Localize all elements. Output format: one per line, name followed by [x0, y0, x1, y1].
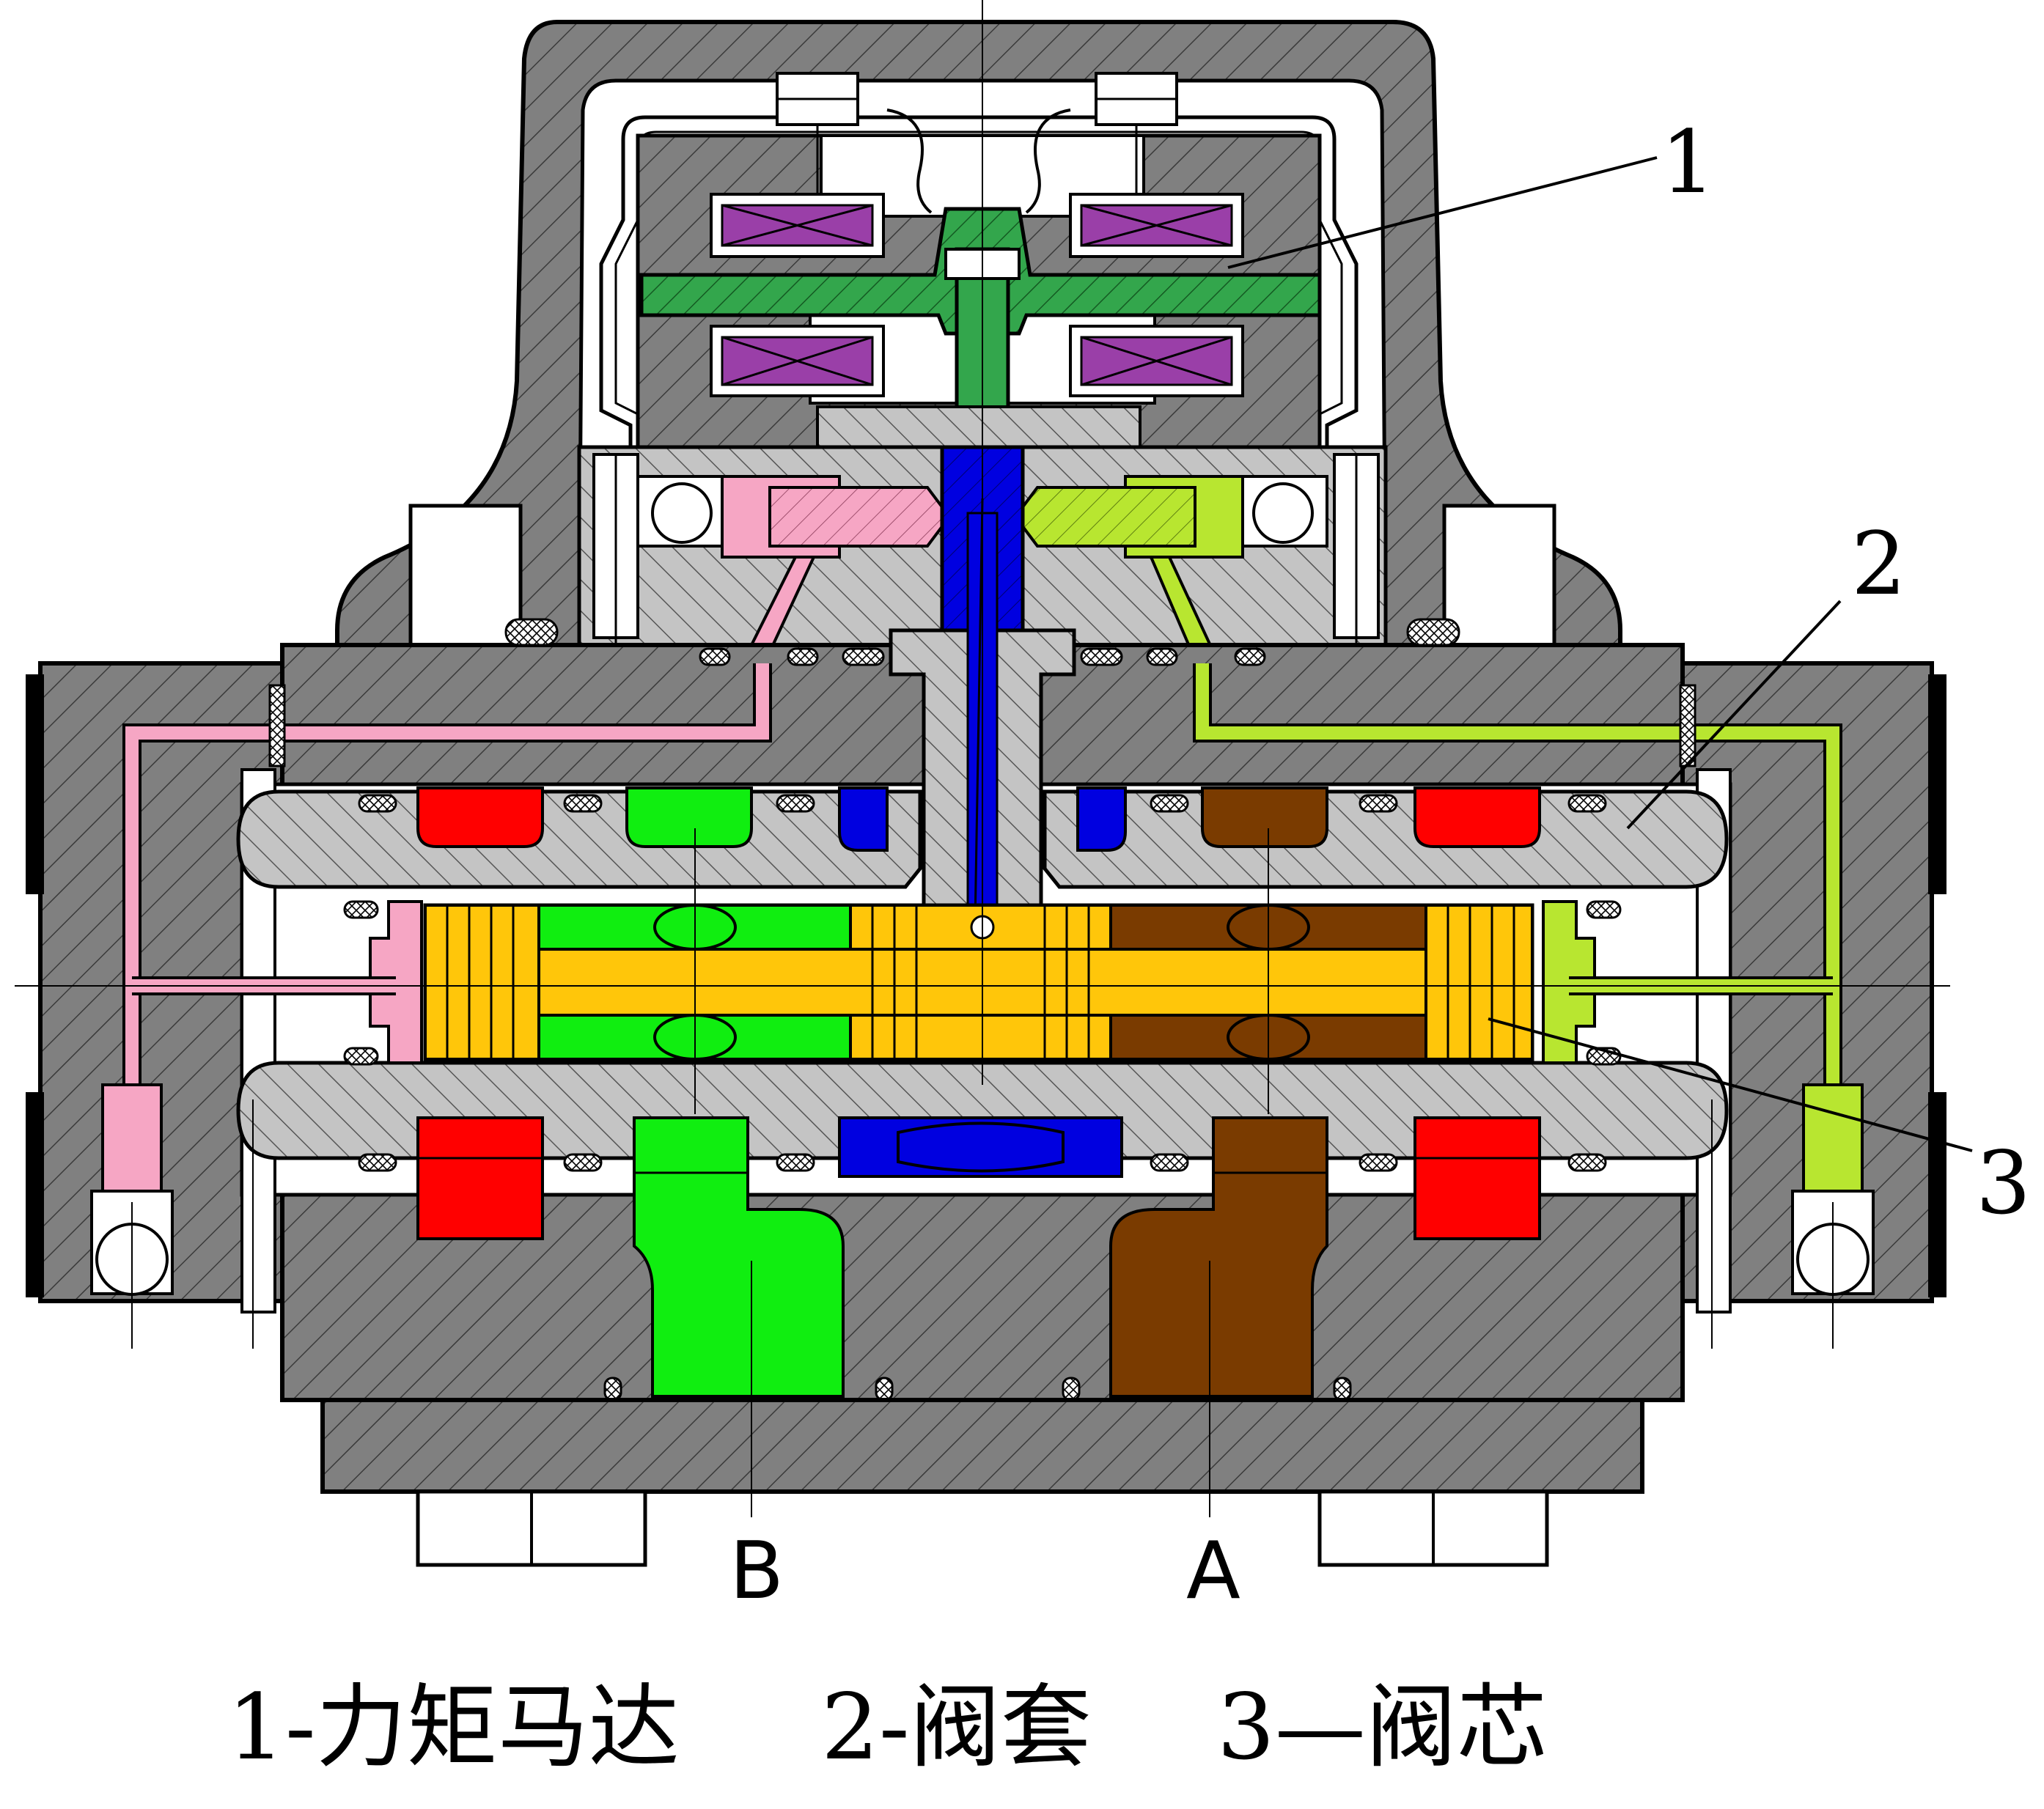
return-lower	[838, 1116, 1123, 1178]
left-nozzle	[721, 475, 952, 661]
sleeve-port-a-top	[1201, 786, 1328, 848]
spool	[423, 903, 1534, 1061]
sleeve-port-return-right-top	[1076, 786, 1127, 852]
sleeve-port-return-left-top	[838, 786, 889, 852]
legend-item-sleeve: 2-阀套	[821, 1675, 1092, 1780]
sleeve-port-pressure-left-top	[416, 786, 544, 848]
base-plate	[320, 1398, 1644, 1567]
port-a-passage	[1109, 1116, 1328, 1398]
port-b-label: B	[729, 1525, 784, 1617]
coil-bottom-left	[710, 325, 885, 397]
port-b-passage	[633, 1116, 845, 1398]
callout-2: 2	[1626, 513, 1906, 830]
sleeve-port-b-top	[625, 786, 753, 848]
callout-2-label: 2	[1851, 513, 1906, 614]
callout-1-label: 1	[1661, 111, 1716, 213]
callout-3: 3	[1488, 1017, 2031, 1234]
callout-1: 1	[1227, 111, 1716, 269]
callout-3-label: 3	[1976, 1132, 2031, 1234]
spring-tube-base	[816, 405, 1142, 452]
center-lines	[15, 0, 1950, 1517]
port-a-label: A	[1186, 1525, 1240, 1617]
lower-pressure-left	[416, 1116, 544, 1240]
lower-pressure-right	[1413, 1116, 1541, 1240]
o-rings	[268, 618, 1696, 1401]
coil-top-right	[1069, 193, 1244, 258]
legend-item-torque-motor: 1-力矩马达	[227, 1675, 680, 1780]
right-nozzle	[1013, 475, 1244, 661]
coil-top-left	[710, 193, 885, 258]
sleeve-port-pressure-right-top	[1413, 786, 1541, 848]
legend-item-spool: 3—阀芯	[1217, 1675, 1548, 1780]
coil-bottom-right	[1069, 325, 1244, 397]
